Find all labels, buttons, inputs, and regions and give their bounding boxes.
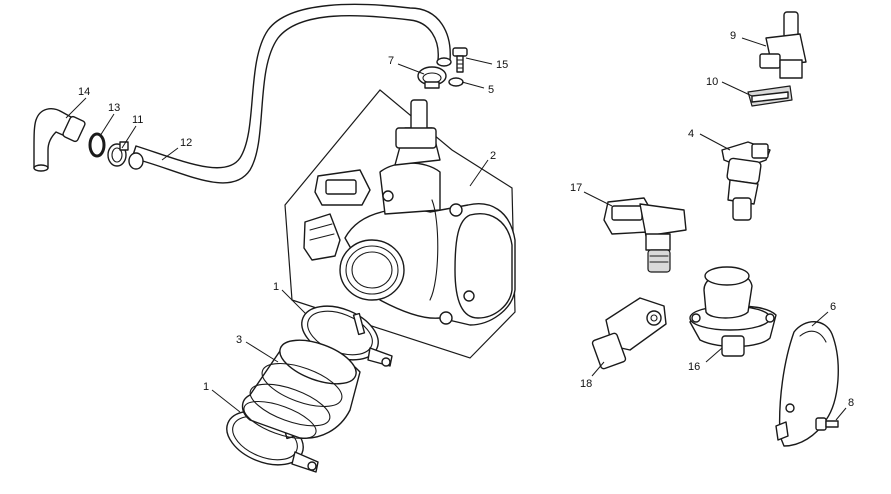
callout-2: 2	[490, 150, 496, 162]
idle-control-valve	[689, 266, 777, 357]
callout-17: 17	[570, 182, 582, 194]
callout-10: 10	[706, 76, 718, 88]
fuel-injector	[721, 141, 771, 221]
callout-9: 9	[730, 30, 736, 42]
callout-12: 12	[180, 137, 192, 149]
callout-18: 18	[580, 378, 592, 390]
callout-5: 5	[488, 84, 494, 96]
throttle-position-sensor	[591, 297, 667, 370]
callout-8: 8	[848, 397, 854, 409]
bracket-10	[747, 85, 793, 107]
callout-6: 6	[830, 301, 836, 313]
washer-5	[448, 77, 464, 87]
sensor-9	[759, 11, 807, 79]
callout-4: 4	[688, 128, 694, 140]
leader-lines	[65, 37, 847, 421]
callout-labels: 14 13 11 12 7 15 5 2 9 10 4 17 1 3 1 16 …	[78, 30, 854, 409]
callout-14: 14	[78, 86, 90, 98]
throttle-cover	[775, 321, 839, 447]
callout-13: 13	[108, 102, 120, 114]
callout-7: 7	[388, 55, 394, 67]
o-ring	[88, 132, 106, 158]
breather-hose	[128, 3, 452, 184]
clamp-7	[417, 66, 447, 89]
map-sensor	[603, 197, 687, 273]
callout-3: 3	[236, 334, 242, 346]
callout-15: 15	[496, 59, 508, 71]
callout-1-upper: 1	[273, 281, 279, 293]
callout-16: 16	[688, 361, 700, 373]
intake-boot	[241, 339, 361, 440]
screw-8	[815, 417, 839, 431]
callout-1-lower: 1	[203, 381, 209, 393]
throttle-body	[303, 99, 516, 326]
screw-15	[452, 47, 468, 73]
hose-clamp-small	[107, 141, 129, 167]
elbow-fitting	[33, 108, 86, 172]
callout-11: 11	[132, 114, 143, 126]
